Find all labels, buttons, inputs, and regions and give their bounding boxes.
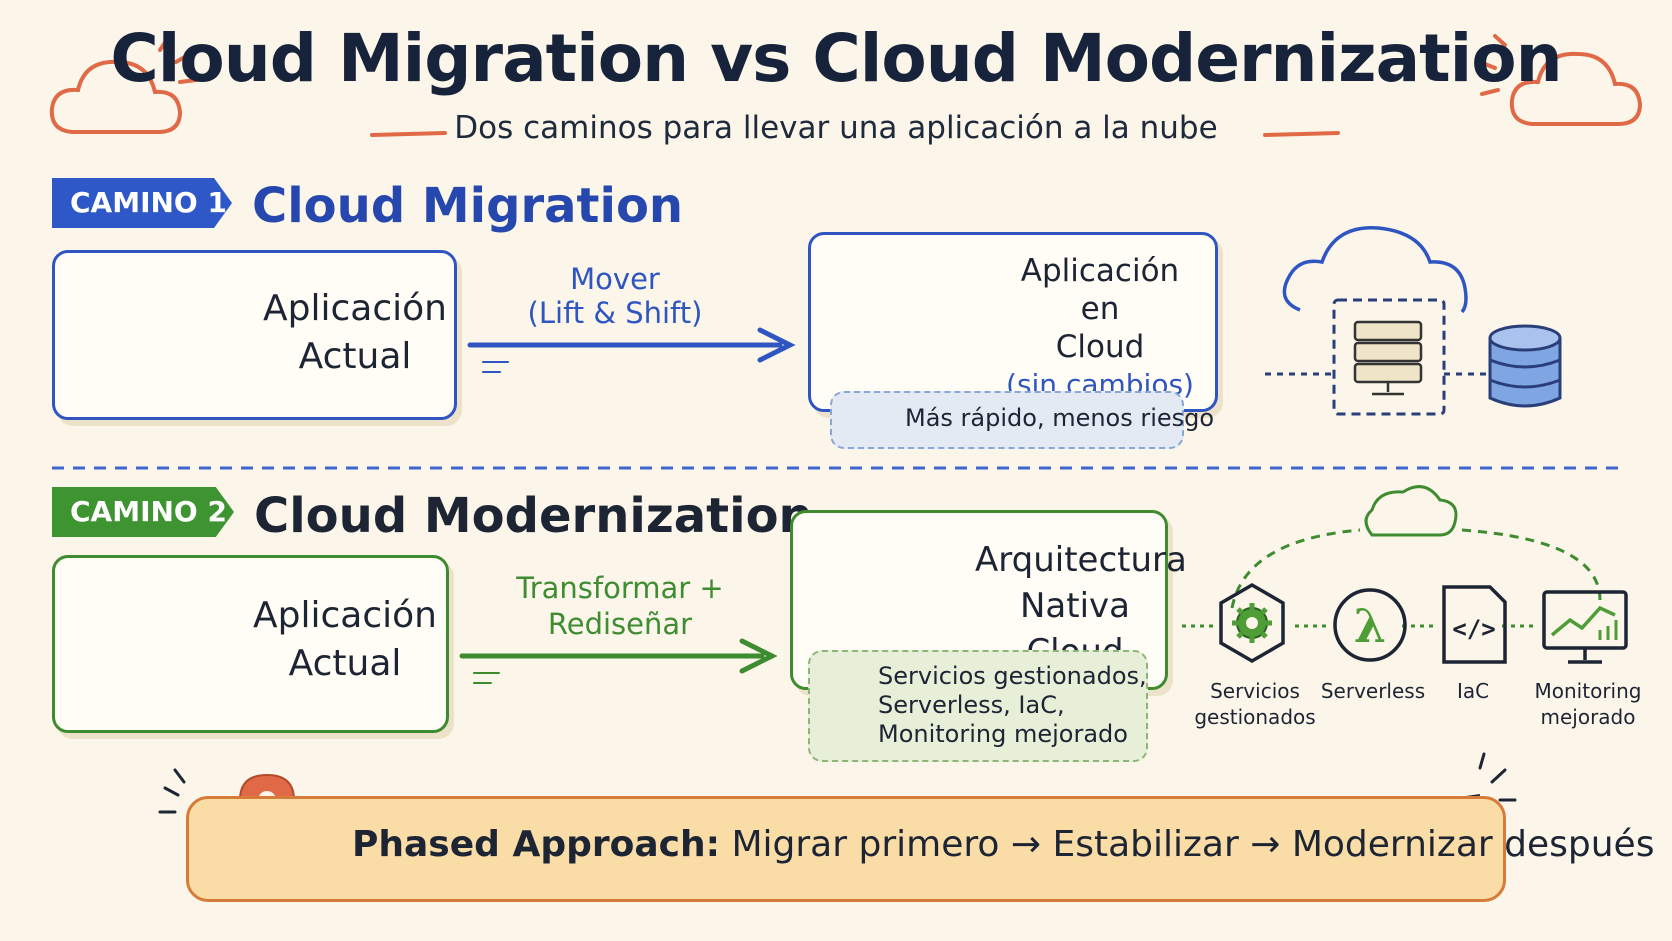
- svg-text:</>: </>: [1452, 615, 1495, 643]
- path2-benefit-text: Servicios gestionados, Serverless, IaC, …: [878, 662, 1147, 748]
- path2-arrow-label: Transformar + Rediseñar: [500, 570, 740, 642]
- lambda-icon: λ: [1333, 588, 1407, 662]
- code-file-icon: </>: [1442, 585, 1507, 664]
- page-subtitle: Dos caminos para llevar una aplicación a…: [454, 110, 1218, 146]
- monitor-chart-icon: [1542, 590, 1628, 664]
- service-label-line1: Serverless: [1320, 679, 1426, 703]
- phased-arrow-1: →: [1010, 824, 1042, 865]
- path1-tag: CAMINO 1: [52, 178, 232, 228]
- path2-source-line2: Actual: [288, 643, 402, 684]
- cloud-infrastructure-icon: [1265, 226, 1562, 416]
- cloud-icon-left: [49, 36, 198, 134]
- service-label-line1: Monitoring: [1534, 679, 1642, 703]
- service-label-line1: Servicios: [1210, 679, 1300, 703]
- path2-source-card: [52, 555, 449, 733]
- path1-arrow-line2: (Lift & Shift): [527, 296, 703, 330]
- modernization-arrow: [459, 638, 778, 684]
- service-label-iac: IaC: [1438, 678, 1508, 704]
- path2-benefit-badge: [808, 650, 1148, 762]
- path2-title: Cloud Modernization: [254, 488, 813, 544]
- path1-target-line1: Aplicación en: [1020, 253, 1180, 327]
- path1-source-line1: Aplicación: [263, 288, 447, 329]
- path2-target-line1: Arquitectura: [975, 540, 1187, 580]
- path1-target-label: Aplicación en Cloud (sin cambios): [1000, 252, 1200, 404]
- phased-step-migrate: Migrar primero: [731, 824, 1000, 865]
- path1-arrow-label: Mover (Lift & Shift): [505, 262, 725, 330]
- service-label-managed: Servicios gestionados: [1190, 678, 1320, 730]
- path1-target-card: [808, 232, 1218, 412]
- path1-source-label: Aplicación Actual: [255, 285, 455, 381]
- path1-target-line2: Cloud: [1055, 329, 1145, 365]
- path1-benefit-text: Más rápido, menos riesgo: [905, 404, 1215, 432]
- path2-arrow-line1: Transformar +: [516, 571, 724, 605]
- service-label-line2: gestionados: [1194, 705, 1316, 729]
- path2-source-line1: Aplicación: [253, 595, 437, 636]
- path1-source-line2: Actual: [298, 336, 412, 377]
- path1-benefit-badge: [830, 391, 1184, 449]
- phased-approach-text: Phased Approach: Migrar primero → Estabi…: [352, 824, 1654, 865]
- phased-approach-banner: [186, 796, 1506, 902]
- phased-arrow-2: →: [1250, 824, 1281, 865]
- path1-source-card: [52, 250, 457, 420]
- gear-icon: [1219, 582, 1285, 664]
- migration-arrow: [467, 327, 796, 373]
- phased-step-stabilize: Estabilizar: [1052, 824, 1239, 865]
- path1-title: Cloud Migration: [252, 178, 684, 234]
- path2-tag: CAMINO 2: [52, 487, 234, 537]
- path2-arrow-line2: Rediseñar: [547, 607, 693, 641]
- phased-approach-label: Phased Approach:: [352, 824, 720, 865]
- service-label-monitoring: Monitoring mejorado: [1528, 678, 1648, 730]
- service-label-serverless: Serverless: [1318, 678, 1428, 704]
- page-title: Cloud Migration vs Cloud Modernization: [110, 20, 1562, 97]
- path2-source-label: Aplicación Actual: [250, 592, 440, 688]
- svg-text:λ: λ: [1354, 599, 1386, 653]
- path1-arrow-line1: Mover: [570, 262, 660, 296]
- service-network: [1182, 485, 1602, 628]
- phased-step-modernize: Modernizar después: [1291, 824, 1655, 865]
- cloud-icon-right: [1478, 34, 1643, 126]
- subtitle-dash-right: [1263, 131, 1340, 137]
- subtitle-dash-left: [370, 131, 447, 137]
- service-label-line1: IaC: [1456, 679, 1490, 703]
- service-label-line2: mejorado: [1540, 705, 1636, 729]
